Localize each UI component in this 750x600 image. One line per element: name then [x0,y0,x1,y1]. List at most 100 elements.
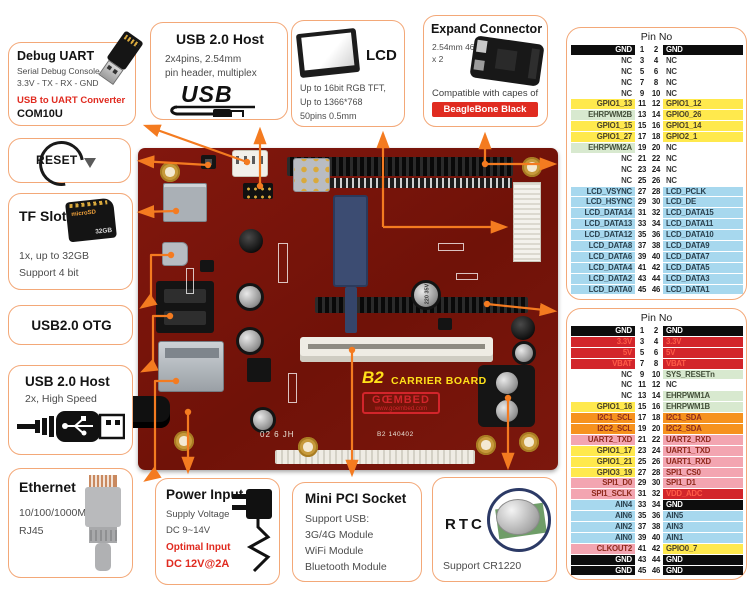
pin-cell: 7 [639,358,645,368]
pin-cell: GND [571,565,635,576]
silkscreen-box-2 [278,243,288,283]
pin-cell: LCD_DATA12 [571,230,635,241]
pin-cell: 9 [639,88,645,98]
power-adapter-icon [232,489,272,573]
pin-cell: 27 [637,467,647,477]
pin-cell: 22 [651,153,661,163]
board-silk-date: B2 140402 [377,431,414,438]
silkscreen-box-5 [456,273,478,280]
pin-cell: 3.3V [571,336,635,347]
callout-power-input: Power Input Supply Voltage DC 9~14V Opti… [155,478,280,585]
board-logo-text: GŒMBED [372,394,430,406]
pin-cell: LCD_PCLK [663,186,743,197]
capacitor-5 [512,341,536,365]
dual-usb-connector [156,281,214,333]
pin-cell: 32 [651,489,661,499]
inductor-coil [239,229,263,253]
pin-cell: 13 [637,391,647,401]
pin-cell: UART1_TXD [663,445,743,456]
pin-cell: 30 [651,478,661,488]
silkscreen-box-4 [438,243,464,251]
pin-cell: 2 [653,326,659,335]
pin-cell: 36 [651,230,661,240]
pin-cell: 35 [637,230,647,240]
pin-cell: I2C1_SCL [571,413,635,424]
debug-uart-line1: Serial Debug Console [17,66,100,76]
pin-cell: 29 [637,478,647,488]
pin-cell: 5V [663,347,743,358]
pin-cell: NC [666,88,677,98]
lcd-line3: 50pins 0.5mm [300,111,357,121]
pin-cell: LCD_DATA15 [663,208,743,219]
pin-cell: 31 [637,208,647,218]
pin-cell: 5 [639,347,645,357]
pin-cell: 3 [639,336,645,346]
pin-cell: 3.3V [663,336,743,347]
inductor-2 [511,316,535,340]
pin-cell: LCD_VSYNC [571,186,635,197]
pin-cell: NC [666,66,677,76]
pin-cell: 7 [639,77,645,87]
expansion-header-top [287,157,513,176]
usb-logo-cable-icon [170,105,255,117]
tf-slot-line2: Support 4 bit [19,267,79,279]
pin-cell: EHRPWM2A [571,143,635,153]
pin-cell: LCD_DATA2 [571,273,635,284]
pin-cell: NC [621,153,632,163]
pin-cell: 35 [637,511,647,521]
pin-cell: 2 [653,45,659,54]
pin-cell: LCD_DATA5 [663,262,743,273]
pin-cell: 37 [637,522,647,532]
pin-cell: CLKOUT2 [571,543,635,554]
pin-cell: 39 [637,251,647,261]
debug-uart-title: Debug UART [17,49,95,63]
pin-cell: AIN0 [571,532,635,543]
pin-cell: SYS_RESETn [663,369,743,380]
pin-cell: 38 [651,522,661,532]
pin-cell: 9 [639,369,645,379]
pin-cell: 19 [637,424,647,434]
pin-cell: AIN6 [571,511,635,522]
mini-pci-line3: WiFi Module [305,545,364,557]
pin-cell: 21 [637,153,647,163]
pin-cell: GND [571,326,635,336]
pin-cell: LCD_DATA3 [663,273,743,284]
pin-cell: NC [666,164,677,174]
pin-cell: 14 [651,110,661,120]
pin-cell: 24 [651,164,661,174]
ethernet-title: Ethernet [19,479,76,495]
mounting-hole-tl [160,162,180,182]
capacitor-2 [236,327,264,355]
pin-cell: 22 [651,434,661,444]
pin-cell: 31 [637,489,647,499]
callout-lcd: LCD Up to 16bit RGB TFT, Up to 1366*768 … [291,20,405,127]
debug-uart-converter: USB to UART Converter [17,95,126,106]
pin-cell: 10 [651,88,661,98]
usb-host-left-title: USB 2.0 Host [25,374,110,389]
pin-cell: NC [621,380,632,390]
pin-cell: 20 [651,143,661,153]
lcd-line1: Up to 16bit RGB TFT, [300,83,386,93]
pin-cell: 29 [637,197,647,207]
callout-usb-host-left: USB 2.0 Host 2x, High Speed [8,365,133,455]
pin-cell: 34 [651,500,661,510]
pin-cell: 6 [653,66,659,76]
debug-uart-model: COM10U [17,108,63,120]
pin-cell: 46 [651,284,661,294]
power-line2: DC 9~14V [166,525,211,536]
lcd-line2: Up to 1366*768 [300,97,363,107]
pin-cell: 15 [637,402,647,412]
